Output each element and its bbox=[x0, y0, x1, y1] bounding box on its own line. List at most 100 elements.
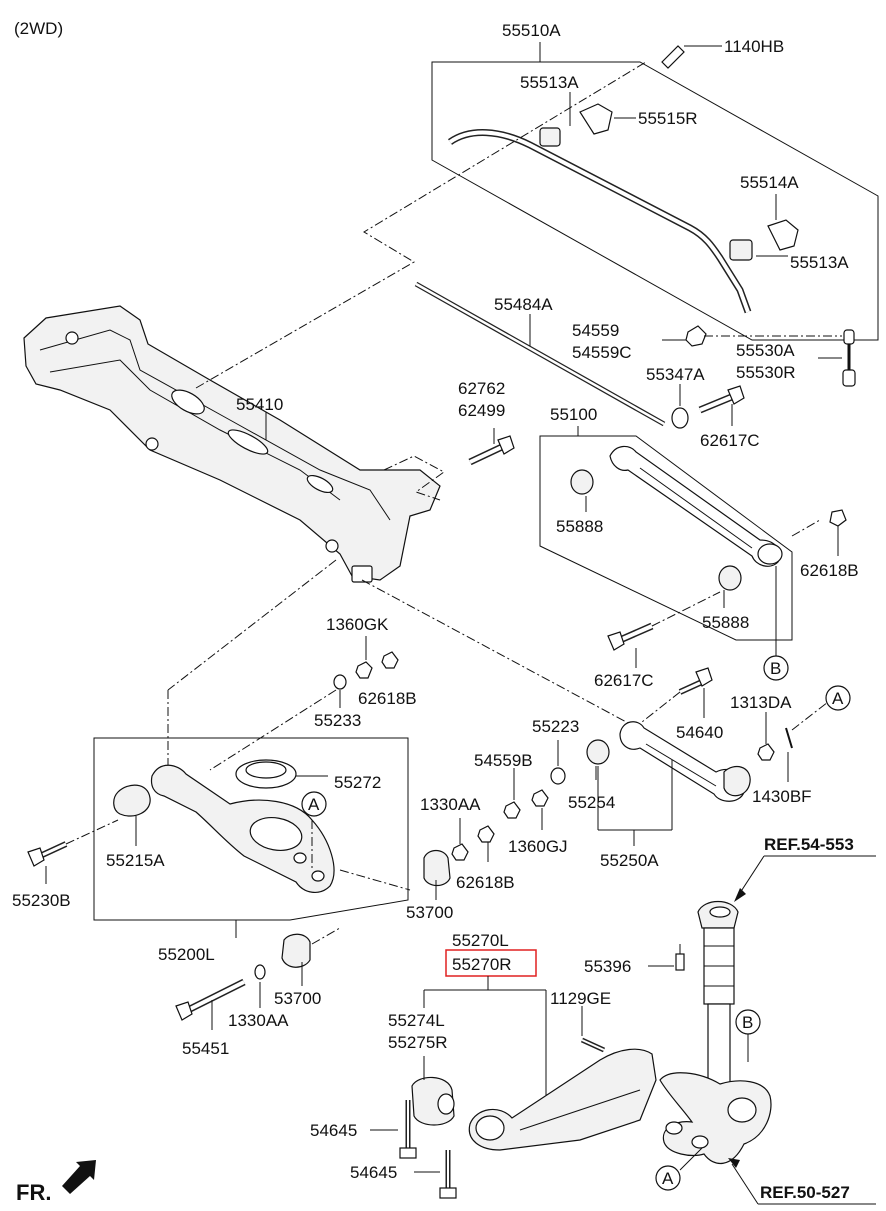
lower-arm-55200L bbox=[93, 737, 411, 938]
nut-62618B bbox=[829, 509, 847, 527]
bolt-55451 bbox=[175, 978, 246, 1030]
stabilizer-bar-group bbox=[431, 42, 879, 341]
lateral-arm-55100 bbox=[539, 426, 847, 656]
nut-62618B-low bbox=[477, 825, 495, 843]
label-55888-bottom: 55888 bbox=[702, 613, 749, 632]
label-55272: 55272 bbox=[334, 773, 381, 792]
trailing-arm-55270 bbox=[370, 976, 657, 1199]
label-55254: 55254 bbox=[568, 793, 615, 812]
svg-text:FR.: FR. bbox=[16, 1180, 51, 1205]
marker-b-lower: B bbox=[735, 1009, 761, 1062]
label-53700-mid: 53700 bbox=[406, 903, 453, 922]
bushing-53700-low bbox=[281, 933, 311, 968]
bolt-icon bbox=[661, 45, 685, 69]
highlight-box-55270R bbox=[445, 949, 537, 977]
svg-text:REF.54-553: REF.54-553 bbox=[764, 835, 854, 854]
toe-link-55250A bbox=[503, 721, 751, 846]
label-55270L: 55270L bbox=[452, 931, 509, 950]
label-62618B-right: 62618B bbox=[800, 561, 859, 580]
front-arrow-icon bbox=[62, 1160, 96, 1194]
label-55223: 55223 bbox=[532, 717, 579, 736]
label-1140HB: 1140HB bbox=[724, 37, 784, 56]
label-55100: 55100 bbox=[550, 405, 597, 424]
washer-1330AA-low bbox=[254, 964, 266, 980]
long-rod-55484A bbox=[414, 281, 666, 427]
label-55888-top: 55888 bbox=[556, 517, 603, 536]
bolt-55230B bbox=[27, 819, 119, 884]
bolt-55396 bbox=[675, 953, 685, 971]
stabilizer-clamp-left bbox=[579, 103, 613, 135]
label-55510A: 55510A bbox=[502, 21, 561, 40]
front-direction-indicator: FR. bbox=[16, 1160, 96, 1205]
bolt-62617C-top bbox=[698, 385, 745, 426]
svg-text:A: A bbox=[832, 689, 844, 708]
label-55274L: 55274L bbox=[388, 1011, 445, 1030]
label-55513A-top: 55513A bbox=[520, 73, 579, 92]
label-62762: 62762 bbox=[458, 379, 505, 398]
ref-callout-bottom: REF.50-527 bbox=[728, 1158, 876, 1205]
svg-text:B: B bbox=[742, 1013, 753, 1032]
arm-bushing-end bbox=[757, 543, 783, 565]
label-53700-low: 53700 bbox=[274, 989, 321, 1008]
label-62618B-low: 62618B bbox=[456, 873, 515, 892]
label-62617C-mid: 62617C bbox=[594, 671, 654, 690]
label-54559: 54559 bbox=[572, 321, 619, 340]
bushing-55215A bbox=[113, 784, 151, 817]
washer-55223 bbox=[550, 767, 566, 785]
stabilizer-clamp-right bbox=[767, 219, 799, 251]
ref-callout-top: REF.54-553 bbox=[734, 835, 876, 902]
label-54645-b: 54645 bbox=[350, 1163, 397, 1182]
marker-b-upper: B bbox=[763, 655, 789, 681]
label-54640: 54640 bbox=[676, 723, 723, 742]
label-55270R: 55270R bbox=[452, 955, 512, 974]
label-55410: 55410 bbox=[236, 395, 283, 414]
label-1330AA-mid: 1330AA bbox=[420, 795, 481, 814]
label-62617C-top: 62617C bbox=[700, 431, 760, 450]
marker-a-upper: A bbox=[825, 685, 851, 711]
label-54559B: 54559B bbox=[474, 751, 533, 770]
shock-absorber bbox=[648, 900, 772, 1164]
label-55515R: 55515R bbox=[638, 109, 698, 128]
ball-joint bbox=[723, 765, 751, 797]
label-1129GE: 1129GE bbox=[550, 989, 611, 1008]
label-1313DA: 1313DA bbox=[730, 693, 792, 712]
nut-1313DA bbox=[757, 743, 775, 761]
label-55233: 55233 bbox=[314, 711, 361, 730]
stabilizer-link bbox=[662, 325, 856, 387]
marker-a-lower: A bbox=[655, 1147, 703, 1191]
label-62618B-mid: 62618B bbox=[358, 689, 417, 708]
washer-icon bbox=[671, 407, 689, 429]
marker-a-middle: A bbox=[301, 791, 327, 817]
label-55484A: 55484A bbox=[494, 295, 553, 314]
label-1360GK: 1360GK bbox=[326, 615, 389, 634]
label-1360GJ: 1360GJ bbox=[508, 837, 568, 856]
label-55530R: 55530R bbox=[736, 363, 796, 382]
label-55230B: 55230B bbox=[12, 891, 71, 910]
label-1430BF: 1430BF bbox=[752, 787, 812, 806]
bushing-55888-top bbox=[570, 469, 594, 495]
nut-1330AA-mid bbox=[451, 843, 469, 861]
label-55347A: 55347A bbox=[646, 365, 705, 384]
knuckle bbox=[659, 1072, 772, 1164]
label-55514A: 55514A bbox=[740, 173, 799, 192]
label-55396: 55396 bbox=[584, 957, 631, 976]
label-55200L: 55200L bbox=[158, 945, 215, 964]
bushing-55254 bbox=[586, 739, 610, 765]
bushing-55888-bottom bbox=[718, 565, 742, 591]
nut-icon bbox=[685, 325, 707, 347]
label-55215A: 55215A bbox=[106, 851, 165, 870]
stabilizer-bushing-left bbox=[539, 127, 561, 147]
label-54645-a: 54645 bbox=[310, 1121, 357, 1140]
hardware-1360GK bbox=[209, 636, 399, 771]
variant-label: (2WD) bbox=[14, 19, 63, 38]
label-1330AA-low: 1330AA bbox=[228, 1011, 289, 1030]
label-55250A: 55250A bbox=[600, 851, 659, 870]
label-55275R: 55275R bbox=[388, 1033, 448, 1052]
label-55530A: 55530A bbox=[736, 341, 795, 360]
stabilizer-bushing-right bbox=[729, 239, 753, 261]
svg-text:A: A bbox=[308, 795, 320, 814]
svg-text:A: A bbox=[662, 1169, 674, 1188]
svg-text:REF.50-527: REF.50-527 bbox=[760, 1183, 850, 1202]
label-55513A-right: 55513A bbox=[790, 253, 849, 272]
